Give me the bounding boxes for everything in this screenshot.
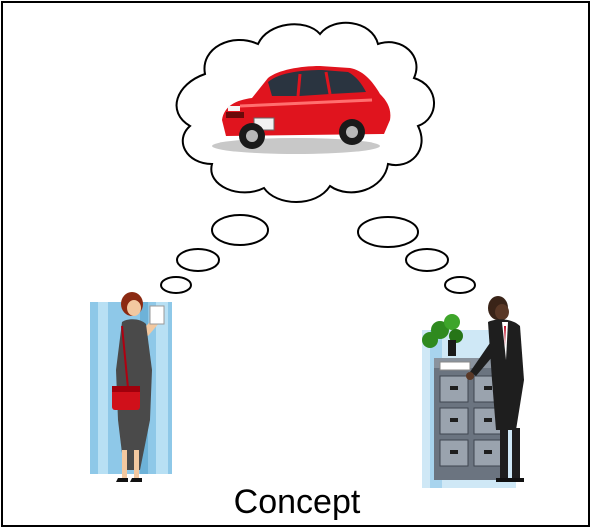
woman-figure-icon	[90, 292, 172, 482]
right-thought-bubbles	[357, 216, 476, 294]
man-at-cabinet-icon	[422, 296, 524, 488]
left-thought-bubbles	[160, 214, 269, 294]
red-car-icon	[212, 66, 391, 154]
caption-text: Concept	[233, 483, 361, 521]
